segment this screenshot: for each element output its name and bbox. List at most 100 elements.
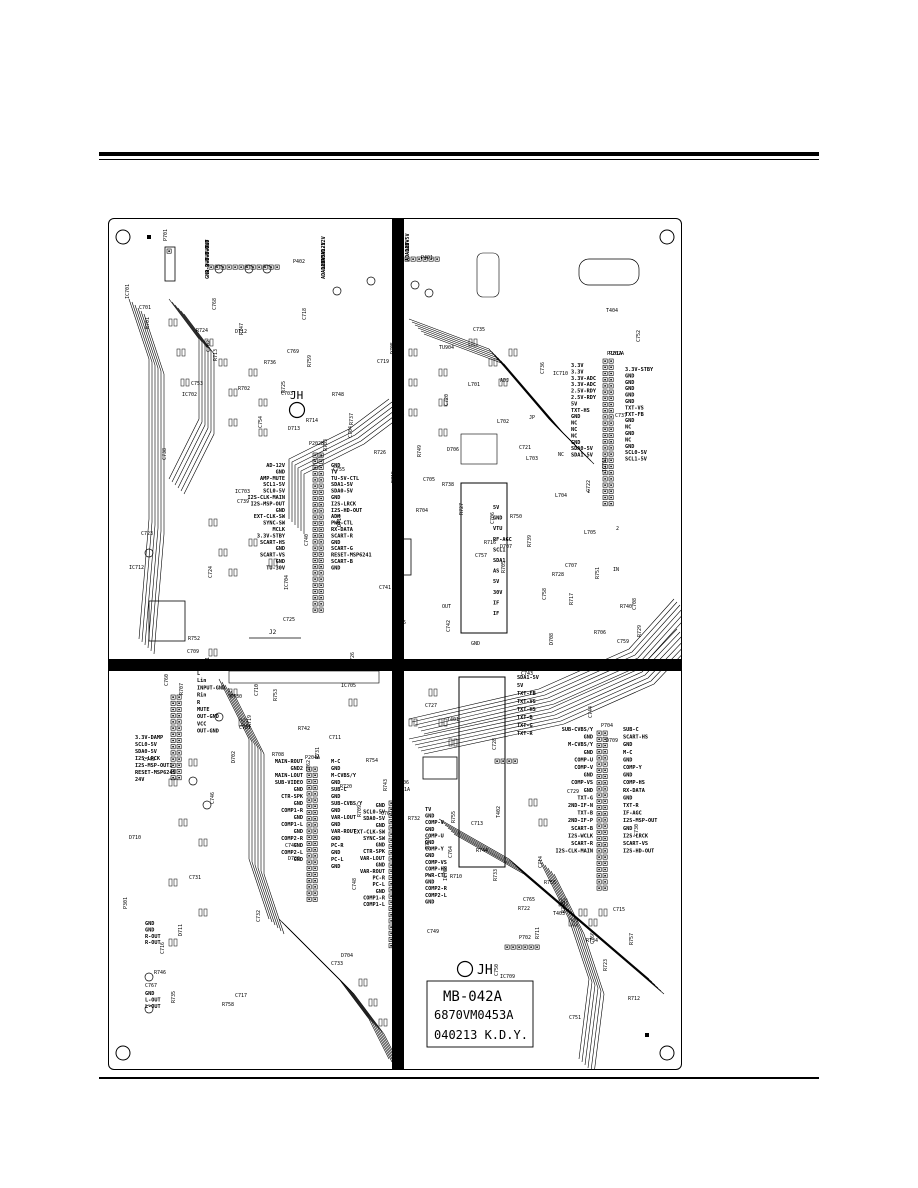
capacitor-ref: C702 xyxy=(206,340,212,352)
copper-trace xyxy=(553,873,605,1069)
signal-label: SCART-VS xyxy=(623,841,648,847)
p101a-header xyxy=(306,810,312,815)
p201a-header-pin xyxy=(598,881,600,883)
signal-label: GND xyxy=(376,823,385,829)
p202b-header-pin xyxy=(320,609,322,611)
p202a-header-pin xyxy=(610,447,612,449)
signal-label: I2S-LRCK xyxy=(135,756,161,762)
p701-header-pin xyxy=(168,250,170,252)
resistor-ref: R701 xyxy=(145,317,151,329)
p202a-header xyxy=(602,470,608,476)
capacitor-ref: C727 xyxy=(425,703,437,709)
p402-header xyxy=(238,264,244,270)
signal-label: GND xyxy=(625,418,634,424)
resistor-ref: R721 xyxy=(425,837,431,849)
component-ref: D710 xyxy=(129,835,141,841)
tuner-label: AS xyxy=(493,569,499,575)
smd-part xyxy=(228,418,233,427)
p202b-header xyxy=(318,533,324,539)
p201a-header xyxy=(596,867,602,872)
signal-label: I2S-MSP-OUT xyxy=(251,501,285,507)
p202a-header xyxy=(602,371,608,376)
p101a-header-pin xyxy=(308,805,310,808)
p101a-header xyxy=(312,859,318,865)
p201a-header-pin xyxy=(598,788,600,790)
signal-label: EXT-CLK-SW xyxy=(354,829,386,835)
component-ref: D704 xyxy=(341,953,353,959)
capacitor-ref: C705 xyxy=(423,477,435,483)
signal-label: I2S-WCLK xyxy=(568,833,594,839)
resistor-ref: R736 xyxy=(264,360,276,366)
p101a-header-pin xyxy=(308,886,310,888)
p202b-header-pin xyxy=(320,503,322,506)
pin-label: AD-12V xyxy=(321,242,327,261)
p101a-header xyxy=(306,884,312,890)
p702-left-header xyxy=(170,762,176,768)
signal-label: PWR-CTL xyxy=(331,521,353,527)
capacitor-ref: C717 xyxy=(235,993,247,999)
signal-label: 2.5V-RDY xyxy=(571,389,597,395)
pad-outline xyxy=(578,258,640,286)
smd-part xyxy=(533,798,538,807)
pin-label: AD-5V xyxy=(321,257,327,273)
capacitor-ref: C730 xyxy=(634,824,640,836)
p101a-header-pin xyxy=(308,879,310,882)
amp-label: MUTE xyxy=(197,707,210,713)
fiducial-bottom xyxy=(645,1033,649,1037)
resistor-ref: R749 xyxy=(417,445,423,457)
p202a-header xyxy=(608,482,614,488)
smd-part xyxy=(603,908,608,917)
p702-left-header xyxy=(176,750,182,756)
p402-header xyxy=(256,264,262,270)
connector-ref: P101A xyxy=(607,351,622,357)
signal-label: GND2 xyxy=(291,766,304,772)
smd-part xyxy=(368,998,373,1007)
signal-label: SDA1-5V xyxy=(331,482,353,488)
signal-label: GND xyxy=(145,921,154,927)
p702-left-header-pin xyxy=(178,770,180,773)
smd-part xyxy=(473,338,478,347)
capacitor-ref: C718 xyxy=(302,308,308,320)
p101a-header xyxy=(306,890,312,896)
smd-part xyxy=(493,358,498,367)
signal-label: GND xyxy=(276,559,285,565)
p101a-header-pin xyxy=(308,861,310,863)
smd-part xyxy=(178,818,183,827)
signal-label: TXT-FB xyxy=(625,412,644,418)
smd-part xyxy=(228,688,233,697)
p101a-header xyxy=(306,872,312,877)
smd-part xyxy=(413,378,418,387)
p401-header-pin xyxy=(412,258,414,260)
signal-label: SUB-CVBS/Y xyxy=(562,727,594,733)
signal-label: GND xyxy=(425,840,434,846)
misc-label: L702 xyxy=(497,419,509,425)
p702-left-header-pin xyxy=(172,696,174,698)
p202b-header xyxy=(318,477,324,483)
misc-label: L701 xyxy=(468,382,480,388)
signal-label: GND xyxy=(584,773,593,779)
p101a-header xyxy=(312,884,318,890)
component-ref: D702 xyxy=(231,751,237,763)
p101a-header-pin xyxy=(308,824,310,826)
smd-part xyxy=(503,378,508,387)
signal-label: SDA0-5V xyxy=(363,816,385,822)
smd-part xyxy=(173,938,178,947)
p202b-header xyxy=(318,520,324,526)
p201a-header-pin xyxy=(604,806,606,809)
p702-left-header xyxy=(176,756,182,762)
misc-label: 1 xyxy=(587,489,590,495)
smd-part xyxy=(438,718,443,727)
p201a-header-pin xyxy=(604,874,606,877)
signal-label: COMP1-L xyxy=(363,902,385,908)
p101a-header xyxy=(312,822,318,828)
p101a-header xyxy=(306,803,312,809)
signal-label: SDA1-5V xyxy=(571,453,593,459)
component-ref: T404 xyxy=(606,308,618,314)
p202b-header xyxy=(318,582,324,588)
p702-left-header xyxy=(170,694,176,700)
smd-part xyxy=(438,398,443,407)
resistor-ref: R748 xyxy=(332,392,344,398)
signal-label: COMP2-R xyxy=(425,886,448,892)
signal-label: I2S-CLK-MAIN xyxy=(556,849,593,855)
signal-label: MCLK xyxy=(273,527,286,533)
